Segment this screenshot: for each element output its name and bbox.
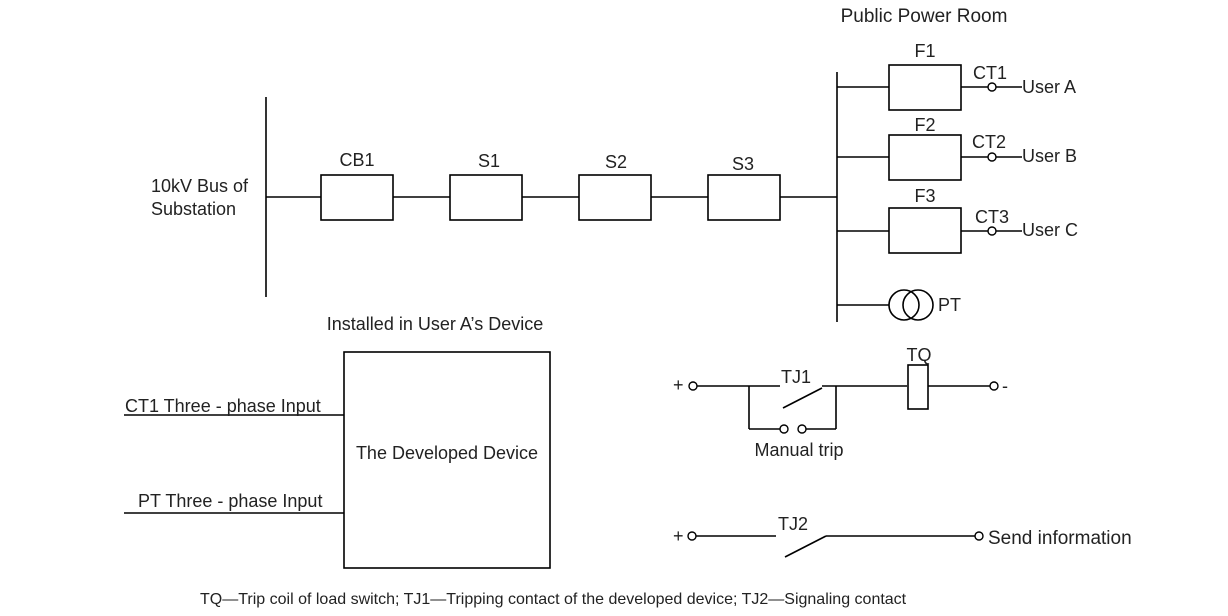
bus-label-line1: 10kV Bus of [151,176,249,196]
s2-label: S2 [605,152,627,172]
fuse-f2 [888,134,962,181]
trip-minus-terminal [989,381,999,391]
s1-switch: S1 [449,151,523,221]
f2-label: F2 [914,115,935,135]
f1-label: F1 [914,41,935,61]
public-power-room-title: Public Power Room [841,6,1008,27]
trip-plus-terminal [688,381,698,391]
signal-plus-label: + [673,526,684,546]
s3-switch: S3 [707,154,781,221]
cb1-breaker: CB1 [320,150,394,221]
developed-device-label: The Developed Device [356,443,538,463]
user-c-label: User C [1022,220,1078,240]
s2-switch: S2 [578,152,652,221]
ct1-input-label: CT1 Three - phase Input [125,396,321,416]
trip-minus-label: - [1002,376,1008,396]
tj1-contact [782,387,823,409]
trip-plus-label: + [673,375,684,395]
feeder-user-a: F1 CT1 User A [837,41,1076,111]
user-b-label: User B [1022,146,1077,166]
feeder-user-b: F2 CT2 User B [837,115,1077,181]
manual-trip-label: Manual trip [754,440,843,460]
f3-label: F3 [914,186,935,206]
tj2-contact [784,535,827,558]
s3-label: S3 [732,154,754,174]
installed-title: Installed in User A’s Device [327,314,543,334]
ct3-label: CT3 [975,207,1009,227]
pt-transformer: PT [837,289,961,321]
signal-circuit: + TJ2 Send information [673,514,1132,558]
fuse-f3 [888,207,962,254]
ct1-label: CT1 [973,63,1007,83]
s1-label: S1 [478,151,500,171]
pt-label: PT [938,295,961,315]
trip-circuit: + TJ1 Manual trip TQ - [673,345,1008,460]
feeder-user-c: F3 CT3 User C [837,186,1078,254]
send-information-label: Send information [988,528,1132,549]
signal-output-terminal [974,531,984,541]
pt-coil-left [888,289,920,321]
cb1-label: CB1 [339,150,374,170]
manual-trip-terminal-left [779,424,789,434]
ct2-terminal [987,152,997,162]
tq-label: TQ [907,345,932,365]
user-a-label: User A [1022,77,1076,97]
legend-caption: TQ—Trip coil of load switch; TJ1—Trippin… [200,591,907,608]
fuse-f1 [888,64,962,111]
signal-plus-terminal [687,531,697,541]
bus-label-line2: Substation [151,199,236,219]
manual-trip-terminal-right [797,424,807,434]
ct2-label: CT2 [972,132,1006,152]
pt-coil-right [902,289,934,321]
tj2-label: TJ2 [778,514,808,534]
developed-device-box [343,351,551,569]
ct1-terminal [987,82,997,92]
ct3-terminal [987,226,997,236]
tq-trip-coil [907,364,929,410]
tj1-label: TJ1 [781,367,811,387]
pt-input-label: PT Three - phase Input [138,491,322,511]
